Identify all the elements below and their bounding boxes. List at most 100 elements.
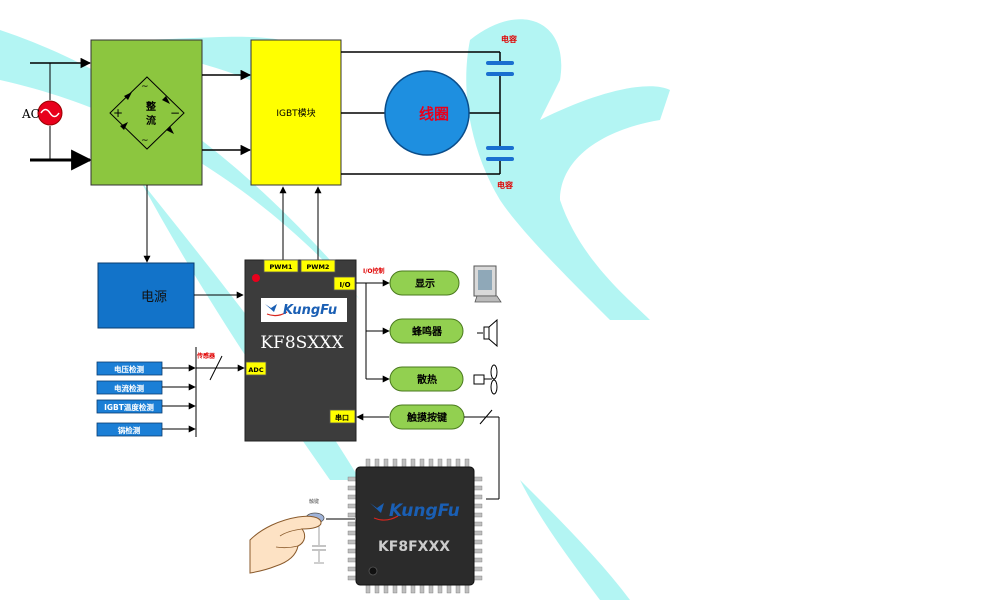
chip-pin xyxy=(419,584,425,594)
mcu-pin1-dot xyxy=(252,274,260,282)
io-pin-label: I/O xyxy=(339,281,350,289)
touch-pad-capacitor-icon xyxy=(312,525,326,564)
cooling-pill xyxy=(389,366,464,392)
io-control-label: I/O控制 xyxy=(363,267,385,275)
chip-pin xyxy=(464,584,470,594)
power-supply-label: 电源 xyxy=(141,290,167,305)
svg-text:~: ~ xyxy=(141,136,149,146)
chip-pin xyxy=(473,485,483,491)
chip-pin xyxy=(410,584,416,594)
ac-source-icon xyxy=(37,100,63,126)
chip-pin xyxy=(347,530,357,536)
chip-pin xyxy=(347,512,357,518)
fan-icon xyxy=(473,364,498,395)
coil-circle xyxy=(384,70,470,156)
chip-pin xyxy=(419,458,425,468)
display-pill xyxy=(389,270,460,296)
chip-pin xyxy=(347,503,357,509)
touch-chip-pins xyxy=(347,458,483,594)
chip-pin xyxy=(473,575,483,581)
sensor-label-text: 电压检测 xyxy=(114,364,144,374)
chip-pin xyxy=(392,584,398,594)
chip-pin xyxy=(473,476,483,482)
chip-pin xyxy=(473,557,483,563)
chip-pin xyxy=(347,539,357,545)
chip-pin xyxy=(473,521,483,527)
serial-pin-label: 串口 xyxy=(335,413,349,422)
touch-chip-pin1-dot xyxy=(368,566,378,576)
buzzer-pill xyxy=(389,318,464,344)
sensor-label-text: IGBT温度检测 xyxy=(104,402,154,412)
chip-pin xyxy=(374,458,380,468)
chip-pin xyxy=(428,458,434,468)
pwm2-pin xyxy=(300,259,336,273)
chip-pin xyxy=(410,458,416,468)
kungfu-mark-icon-chip xyxy=(370,503,399,521)
mcu-logo-plate xyxy=(261,298,347,322)
chip-pin xyxy=(347,557,357,563)
chip-pin xyxy=(365,584,371,594)
chip-pin xyxy=(473,494,483,500)
capacitor-top-label: 电容 xyxy=(501,34,517,44)
touch-key-label: 触摸按键 xyxy=(406,411,448,424)
bridge-rectifier-icon: + − ~ ~ xyxy=(109,76,185,150)
chip-pin xyxy=(347,521,357,527)
io-pin xyxy=(333,276,356,291)
sensor-label-text: 锅检测 xyxy=(118,425,141,435)
adc-pin-label: ADC xyxy=(248,366,263,374)
chip-pin xyxy=(401,584,407,594)
chip-pin xyxy=(455,458,461,468)
svg-text:+: + xyxy=(113,106,123,120)
mcu-model-label: KF8SXXX xyxy=(260,333,344,353)
pwm2-label: PWM2 xyxy=(307,263,330,271)
chip-pin xyxy=(473,566,483,572)
chip-pin xyxy=(365,458,371,468)
chip-pin xyxy=(428,584,434,594)
chip-pin xyxy=(392,458,398,468)
igbt-module-block xyxy=(250,39,342,186)
pwm1-pin xyxy=(263,259,299,273)
chip-pin xyxy=(473,512,483,518)
chip-pin xyxy=(383,458,389,468)
rectifier-label-2: 流 xyxy=(146,114,156,127)
touch-pad-label: 触键 xyxy=(309,498,319,505)
chip-pin xyxy=(446,458,452,468)
chip-pin xyxy=(347,494,357,500)
chip-pin xyxy=(383,584,389,594)
adc-pin xyxy=(245,361,267,376)
touch-chip-logo: KungFu xyxy=(389,501,460,521)
touch-chip-model: KF8FXXX xyxy=(378,539,450,555)
svg-text:~: ~ xyxy=(141,82,149,92)
touch-chip-body xyxy=(355,466,475,586)
chip-pin xyxy=(464,458,470,468)
chip-pin xyxy=(347,566,357,572)
chip-pin xyxy=(455,584,461,594)
kungfu-mark-icon xyxy=(265,304,288,317)
chip-pin xyxy=(374,584,380,594)
rectifier-label-1: 整 xyxy=(145,100,156,113)
chip-pin xyxy=(473,503,483,509)
finger-icon xyxy=(249,515,322,574)
pwm1-label: PWM1 xyxy=(270,263,293,271)
buzzer-label: 蜂鸣器 xyxy=(412,325,443,338)
speaker-icon xyxy=(477,318,498,348)
chip-pin xyxy=(347,575,357,581)
svg-text:−: − xyxy=(170,106,180,120)
sensor-bus-slash xyxy=(209,355,223,381)
chip-pin xyxy=(347,548,357,554)
display-label: 显示 xyxy=(415,278,435,290)
chip-pin xyxy=(437,458,443,468)
power-supply-block xyxy=(97,262,195,329)
touch-chip-link-slash xyxy=(479,409,493,425)
mcu-logo-text: KungFu xyxy=(283,303,337,318)
chip-pin xyxy=(473,548,483,554)
capacitor-bottom-icon xyxy=(486,146,514,161)
ac-label: AC xyxy=(21,107,40,121)
chip-pin xyxy=(446,584,452,594)
chip-pin xyxy=(347,476,357,482)
serial-pin xyxy=(329,409,356,424)
igbt-module-label: IGBT模块 xyxy=(276,107,315,119)
